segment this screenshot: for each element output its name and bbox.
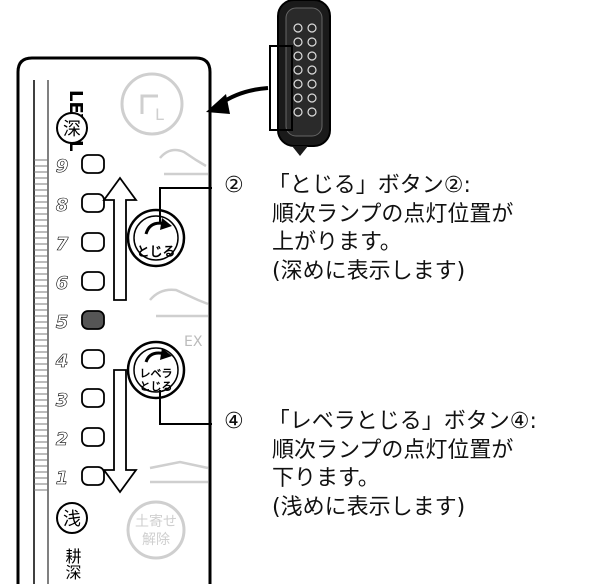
level-number-3: 3 — [56, 390, 69, 411]
callout-close-line-3: (深めに表示します) — [272, 258, 466, 284]
callout-level-close-button: ④ 「レベラとじる」ボタン④: 順次ランプの点灯位置が 下ります。 (浅めに表示… — [224, 408, 537, 522]
callout-level-close-line-1: 順次ランプの点灯位置が — [272, 437, 514, 463]
lamp-6 — [81, 271, 105, 291]
leader-line-2 — [159, 187, 212, 222]
callout-level-close-title: 「レベラとじる」ボタン④: — [267, 409, 537, 434]
earth-release-button: 土寄せ 解除 — [126, 500, 186, 560]
remote-tip — [292, 146, 308, 156]
level-number-1: 1 — [56, 468, 69, 489]
level-number-5: 5 — [56, 312, 69, 333]
callout-close-title-row: ② 「とじる」ボタン②: — [224, 172, 513, 201]
shallow-badge-text: 浅 — [63, 509, 81, 530]
lamp-8 — [81, 193, 105, 213]
faded-turn-button: L — [120, 72, 184, 136]
tillage-depth-label: 耕深 — [63, 548, 82, 580]
close-button[interactable]: とじる — [126, 208, 186, 268]
scale-hatching — [34, 159, 48, 491]
lamp-1 — [81, 466, 105, 486]
callout-close-line-2: 上がります。 — [272, 230, 402, 256]
remote-buttons — [293, 23, 317, 117]
deep-badge — [56, 112, 88, 144]
leader-line-4 — [159, 390, 212, 425]
level-close-label-line1: レベラ — [140, 367, 173, 380]
lamp-9 — [81, 154, 105, 174]
panel-frame — [16, 56, 212, 584]
level-number-8: 8 — [56, 195, 69, 216]
ex-label: EX — [184, 334, 203, 350]
callout-close-line-1: 順次ランプの点灯位置が — [272, 201, 514, 227]
lamp-3 — [81, 388, 105, 408]
level-numbers: 9 8 7 6 5 4 3 2 1 — [54, 156, 69, 490]
level-number-4: 4 — [55, 351, 69, 372]
faded-icons — [149, 148, 209, 484]
level-number-7: 7 — [56, 234, 69, 255]
earth-release-line1: 土寄せ — [135, 513, 177, 530]
lamp-4 — [81, 349, 105, 369]
up-arrow-icon — [102, 176, 138, 301]
enlarged-panel: LEVEL 深 浅 耕深 9 8 7 6 5 4 3 2 1 — [16, 56, 212, 584]
lamp-5-active — [81, 310, 105, 330]
lamp-column — [81, 154, 105, 486]
close-button-label: とじる — [136, 245, 175, 260]
callout-close-button: ② 「とじる」ボタン②: 順次ランプの点灯位置が 上がります。 (深めに表示しま… — [224, 172, 513, 286]
callout-close-title: 「とじる」ボタン②: — [267, 173, 471, 198]
level-number-6: 6 — [56, 273, 69, 294]
callout-level-close-title-row: ④ 「レベラとじる」ボタン④: — [224, 408, 537, 437]
level-close-label-line2: とじる — [140, 380, 173, 393]
level-number-9: 9 — [56, 156, 69, 177]
pointer-arrow — [206, 86, 269, 114]
lamp-2 — [81, 427, 105, 447]
level-number-2: 2 — [56, 429, 69, 450]
earth-release-line2: 解除 — [142, 532, 170, 548]
down-arrow-icon — [102, 369, 138, 494]
callout-level-close-line-2: 下ります。 — [272, 466, 380, 492]
deep-badge-text: 深 — [63, 119, 81, 140]
callout-close-marker: ② — [224, 173, 244, 198]
remote-highlight-box — [269, 45, 293, 131]
remote-thumbnail — [269, 0, 331, 156]
callout-level-close-marker: ④ — [224, 409, 244, 434]
level-close-button[interactable]: レベラ とじる — [126, 340, 186, 400]
shallow-badge — [56, 502, 88, 534]
lamp-7 — [81, 232, 105, 252]
svg-text:L: L — [155, 105, 164, 124]
callout-level-close-line-3: (浅めに表示します) — [272, 494, 466, 520]
